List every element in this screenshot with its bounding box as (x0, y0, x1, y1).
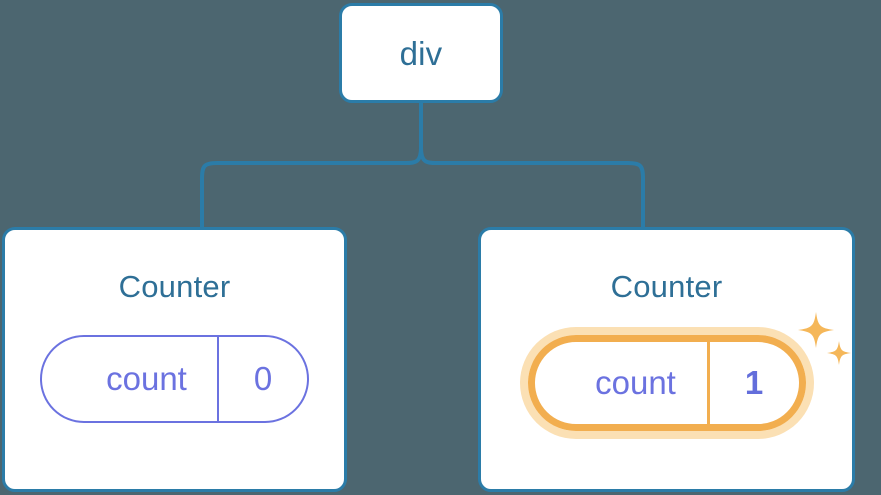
state-pill-wrapper-left: count 0 (40, 335, 309, 423)
state-pill-right[interactable]: count 1 (527, 335, 806, 431)
state-key-right: count (595, 364, 676, 401)
node-counter-left[interactable]: Counter count 0 (2, 227, 347, 492)
state-value-left: 0 (217, 337, 307, 421)
connector-branch-left (200, 146, 423, 227)
node-counter-right-title: Counter (610, 269, 723, 304)
node-div[interactable]: div (339, 3, 503, 103)
state-value-right: 1 (706, 342, 799, 424)
sparkle-large-icon (797, 312, 834, 348)
node-counter-left-title: Counter (118, 269, 231, 304)
state-pill-wrapper-right: count 1 (527, 312, 851, 431)
state-pill-left[interactable]: count 0 (40, 335, 309, 423)
node-div-label: div (399, 34, 443, 72)
sparkle-small-icon (826, 341, 851, 365)
connector-branch-right (419, 146, 645, 227)
node-counter-right[interactable]: Counter count 1 (478, 227, 855, 492)
state-key-left: count (106, 360, 187, 397)
